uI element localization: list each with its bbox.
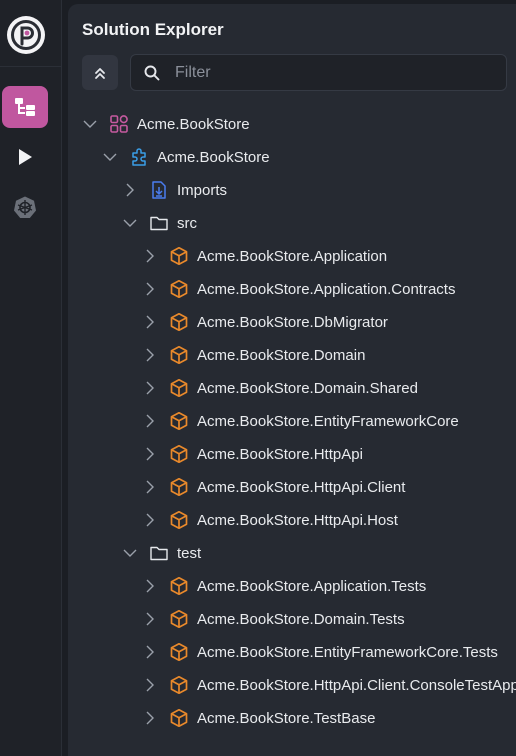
chevron-down-icon[interactable] — [82, 116, 98, 132]
tree-node-project[interactable]: Acme.BookStore.DbMigrator — [142, 308, 388, 336]
project-icon — [170, 642, 188, 662]
chevron-right-icon[interactable] — [142, 314, 158, 330]
filter-input[interactable] — [175, 63, 475, 82]
abp-logo-icon — [5, 14, 47, 56]
tree-node-label: Acme.BookStore.EntityFrameworkCore.Tests — [197, 643, 498, 661]
tree-node-label: Acme.BookStore.HttpApi.Client.ConsoleTes… — [197, 676, 516, 694]
tree-node-project[interactable]: Acme.BookStore.Application.Tests — [142, 572, 426, 600]
double-chevron-up-icon — [95, 67, 105, 79]
tree-node-label: Acme.BookStore.HttpApi — [197, 445, 363, 463]
chevron-right-icon[interactable] — [142, 644, 158, 660]
chevron-right-icon[interactable] — [142, 248, 158, 264]
project-icon — [170, 510, 188, 530]
chevron-down-icon[interactable] — [122, 545, 138, 561]
solution-icon — [110, 115, 128, 133]
tree-node-project[interactable]: Acme.BookStore.Application.Contracts — [142, 275, 455, 303]
project-icon — [170, 279, 188, 299]
tree-node-label: Acme.BookStore.HttpApi.Host — [197, 511, 398, 529]
play-icon — [19, 149, 32, 165]
tree-node-project[interactable]: Acme.BookStore.HttpApi — [142, 440, 363, 468]
chevron-right-icon[interactable] — [142, 479, 158, 495]
filter-box — [130, 54, 507, 91]
tree-node-label: Acme.BookStore.TestBase — [197, 709, 376, 727]
tree-node-label: test — [177, 544, 202, 562]
tree-node-project[interactable]: Acme.BookStore.Domain — [142, 341, 365, 369]
tree-node-label: Acme.BookStore — [137, 115, 250, 133]
project-icon — [170, 411, 188, 431]
tree-node-imports[interactable]: Imports — [122, 176, 227, 204]
activity-rail — [0, 0, 62, 756]
tree-node-project[interactable]: Acme.BookStore.Domain.Shared — [142, 374, 418, 402]
project-icon — [170, 345, 188, 365]
project-icon — [170, 444, 188, 464]
chevron-down-icon[interactable] — [102, 149, 118, 165]
project-icon — [170, 477, 188, 497]
tree-node-project[interactable]: Acme.BookStore.HttpApi.Client.ConsoleTes… — [142, 671, 516, 699]
chevron-down-icon[interactable] — [122, 215, 138, 231]
panel-title: Solution Explorer — [82, 20, 224, 39]
folder-icon — [150, 216, 168, 231]
kubernetes-icon — [14, 196, 36, 218]
tree-node-label: Acme.BookStore.HttpApi.Client — [197, 478, 406, 496]
solution-explorer-panel: Solution Explorer — [68, 4, 516, 756]
tree-node-module[interactable]: Acme.BookStore — [102, 143, 270, 171]
chevron-right-icon[interactable] — [142, 578, 158, 594]
chevron-right-icon[interactable] — [142, 446, 158, 462]
module-icon — [132, 148, 146, 166]
chevron-right-icon[interactable] — [142, 281, 158, 297]
search-icon — [144, 65, 160, 80]
tree-node-label: Acme.BookStore.DbMigrator — [197, 313, 388, 331]
solution-tree-icon — [15, 98, 35, 116]
collapse-all-button[interactable] — [82, 55, 118, 90]
imports-icon — [152, 181, 166, 199]
tree-node-project[interactable]: Acme.BookStore.HttpApi.Client — [142, 473, 405, 501]
rail-divider — [0, 66, 62, 67]
tree-node-test-folder[interactable]: test — [122, 539, 201, 567]
chevron-right-icon[interactable] — [142, 710, 158, 726]
tree-node-solution[interactable]: Acme.BookStore — [82, 110, 250, 138]
tree-node-label: Acme.BookStore.Application — [197, 247, 388, 265]
project-icon — [170, 675, 188, 695]
project-icon — [170, 312, 188, 332]
run-button[interactable] — [2, 136, 48, 178]
project-icon — [170, 378, 188, 398]
project-icon — [170, 246, 188, 266]
folder-icon — [150, 546, 168, 561]
chevron-right-icon[interactable] — [142, 611, 158, 627]
chevron-right-icon[interactable] — [142, 347, 158, 363]
chevron-right-icon[interactable] — [122, 182, 138, 198]
chevron-right-icon[interactable] — [142, 380, 158, 396]
chevron-right-icon[interactable] — [142, 413, 158, 429]
tree-node-project[interactable]: Acme.BookStore.EntityFrameworkCore — [142, 407, 459, 435]
solution-explorer-button[interactable] — [2, 86, 48, 128]
tree-node-project[interactable]: Acme.BookStore.TestBase — [142, 704, 375, 732]
tree-node-label: Acme.BookStore — [157, 148, 270, 166]
tree-node-label: Imports — [177, 181, 228, 199]
project-icon — [170, 708, 188, 728]
project-icon — [170, 609, 188, 629]
tree-node-label: Acme.BookStore.Application.Tests — [197, 577, 427, 595]
tree-node-label: Acme.BookStore.Domain.Tests — [197, 610, 405, 628]
tree-node-project[interactable]: Acme.BookStore.Application — [142, 242, 387, 270]
chevron-right-icon[interactable] — [142, 677, 158, 693]
tree-node-label: Acme.BookStore.Application.Contracts — [197, 280, 456, 298]
tree-node-label: Acme.BookStore.EntityFrameworkCore — [197, 412, 459, 430]
tree-node-project[interactable]: Acme.BookStore.Domain.Tests — [142, 605, 405, 633]
tree-node-src-folder[interactable]: src — [122, 209, 197, 237]
kubernetes-button[interactable] — [2, 186, 48, 228]
tree-node-label: Acme.BookStore.Domain — [197, 346, 366, 364]
project-icon — [170, 576, 188, 596]
tree-node-project[interactable]: Acme.BookStore.HttpApi.Host — [142, 506, 398, 534]
tree-node-label: Acme.BookStore.Domain.Shared — [197, 379, 418, 397]
tree-node-label: src — [177, 214, 197, 232]
tree-node-project[interactable]: Acme.BookStore.EntityFrameworkCore.Tests — [142, 638, 498, 666]
chevron-right-icon[interactable] — [142, 512, 158, 528]
